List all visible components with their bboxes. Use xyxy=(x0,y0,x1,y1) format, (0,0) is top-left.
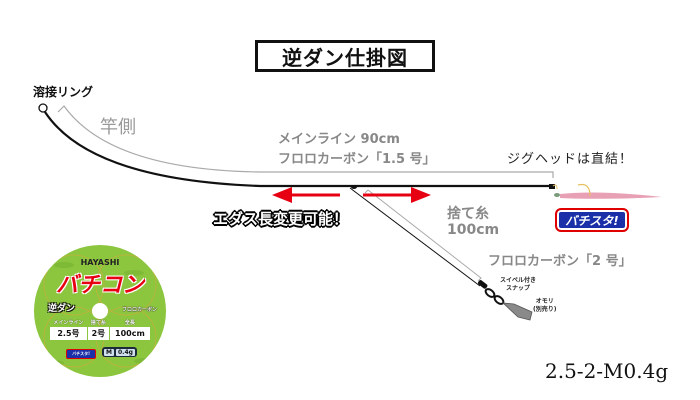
snap-label-line2: スナップ xyxy=(506,285,531,292)
spool-bachista-logo: バチスタ! xyxy=(66,349,96,359)
jig-size-badge: M 0.4g xyxy=(102,347,137,357)
spec-value: 100cm xyxy=(108,326,152,341)
main-line-label: メインライン 90cm フロロカーボン「1.5 号」 xyxy=(278,130,436,170)
knot-icon xyxy=(351,185,357,189)
diagram-title: 逆ダン仕掛図 xyxy=(255,40,435,72)
main-line-length: メインライン 90cm xyxy=(278,132,400,147)
welded-ring-label: 溶接リング xyxy=(33,85,94,99)
spool-subtitle: 逆ダン xyxy=(48,304,76,314)
branch-guide-line xyxy=(364,189,482,282)
rod-side-guide-line xyxy=(57,105,554,178)
branch-line xyxy=(349,187,481,287)
adjustable-length-label: エダス長変更可能！ xyxy=(213,210,349,228)
branch-line-material: フロロカーボン「2 号」 xyxy=(488,254,632,269)
spec-header: メインライン xyxy=(53,320,84,326)
jig-head-lure-icon xyxy=(549,183,662,199)
spec-value: 2号 xyxy=(86,326,110,341)
size-letter: M xyxy=(104,348,114,356)
sinker-label-line1: オモリ xyxy=(535,298,554,305)
adjust-arrows-icon xyxy=(272,187,431,203)
main-line xyxy=(44,111,553,188)
spool-product-name: バチコン xyxy=(55,273,144,298)
rod-side-label: 竿側 xyxy=(100,117,136,138)
swivel-snap-label: スイベル付き スナップ xyxy=(500,277,536,293)
branch-line-name: 捨て糸 xyxy=(447,206,489,222)
spool-maker: HAYASHI xyxy=(80,258,120,267)
branch-line-length: 100cm xyxy=(447,222,500,238)
product-code: 2.5-2-M0.4g xyxy=(545,359,669,383)
sinker-label-line2: (別売り) xyxy=(533,306,557,313)
size-weight: 0.4g xyxy=(115,348,135,356)
main-line-material: フロロカーボン「1.5 号」 xyxy=(278,152,436,167)
jig-head-label: ジグヘッドは直結！ xyxy=(507,152,634,167)
sinker-label: オモリ (別売り) xyxy=(533,298,557,314)
spec-header: 全長 xyxy=(124,320,135,326)
spool-pattern xyxy=(43,254,157,368)
product-spool: HAYASHI バチコン 逆ダン フロロカーボン メインライン 捨て糸 全長 2… xyxy=(34,245,166,377)
welded-ring-icon xyxy=(38,103,48,113)
spool-material: フロロカーボン xyxy=(122,307,158,313)
spool-spec-table: メインライン 捨て糸 全長 2.5号 2号 100cm xyxy=(49,319,152,341)
snap-label-line1: スイベル付き xyxy=(500,277,537,284)
branch-line-label: 捨て糸 100cm xyxy=(447,206,499,238)
spec-value: 2.5号 xyxy=(49,326,88,341)
spool-hub xyxy=(92,303,108,319)
bachista-logo: バチスタ! xyxy=(555,208,629,232)
spec-header: 捨て糸 xyxy=(90,320,106,326)
sinker-icon xyxy=(501,302,533,321)
